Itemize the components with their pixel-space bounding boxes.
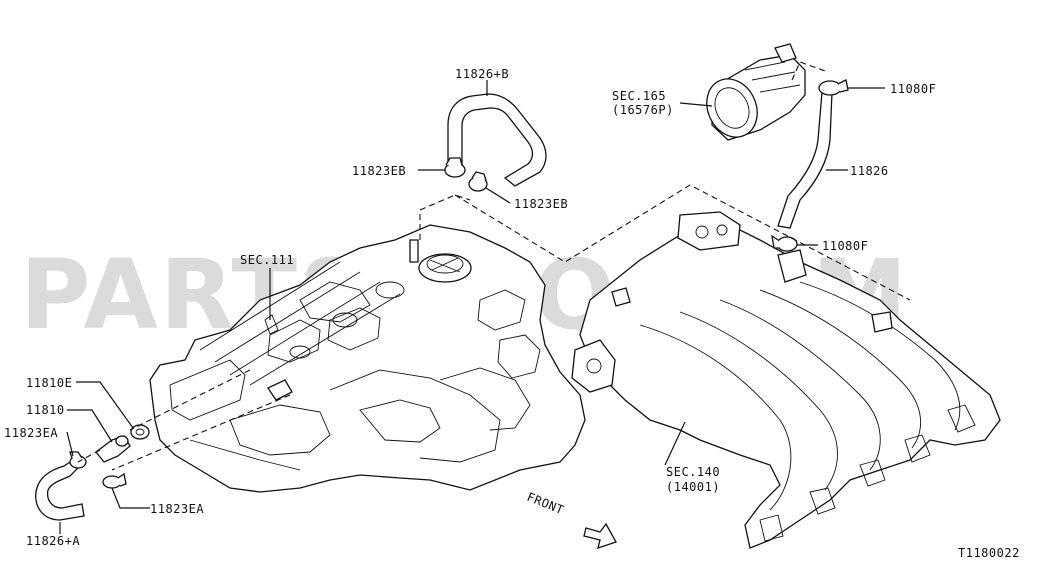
assembly-dashed-lines — [77, 61, 911, 471]
label-sec140-sub: (14001) — [666, 480, 720, 494]
label-sec165: SEC.165 — [612, 89, 666, 103]
label-11823ea-left: 11823EA — [4, 426, 58, 440]
label-sec165-sub: (16576P) — [612, 103, 674, 117]
label-11826-a: 11826+A — [26, 534, 80, 548]
label-front: FRONT — [525, 490, 566, 517]
air-duct-drawing — [706, 43, 806, 141]
clamp-11080f-mid — [771, 234, 798, 252]
front-arrow-icon — [583, 522, 617, 549]
clamp-11823ea-right — [102, 472, 127, 489]
pcv-valve — [95, 435, 131, 463]
label-11810: 11810 — [26, 403, 65, 417]
label-11080f-top: 11080F — [890, 82, 936, 96]
cylinder-head-drawing — [149, 224, 586, 493]
hose-11826 — [777, 91, 833, 229]
hose-11826-b — [447, 93, 547, 187]
oil-filler-cap — [418, 253, 472, 283]
label-11826: 11826 — [850, 164, 889, 178]
pcv-valve-gasket — [130, 424, 150, 440]
clamp-11823eb-right — [468, 171, 488, 192]
label-11823ea-right: 11823EA — [150, 502, 204, 516]
diagram-code: T1180022 — [958, 546, 1020, 560]
hose-11826-a — [35, 461, 85, 521]
clamp-11080f-top — [818, 79, 849, 96]
label-11826-b: 11826+B — [455, 67, 509, 81]
label-sec111: SEC.111 — [240, 253, 294, 267]
leader-lines — [59, 80, 885, 534]
label-11823eb-right: 11823EB — [514, 197, 568, 211]
intake-manifold-drawing — [571, 211, 1001, 549]
label-11823eb-left: 11823EB — [352, 164, 406, 178]
label-11810e: 11810E — [26, 376, 72, 390]
label-11080f-mid: 11080F — [822, 239, 868, 253]
label-sec140: SEC.140 — [666, 465, 720, 479]
